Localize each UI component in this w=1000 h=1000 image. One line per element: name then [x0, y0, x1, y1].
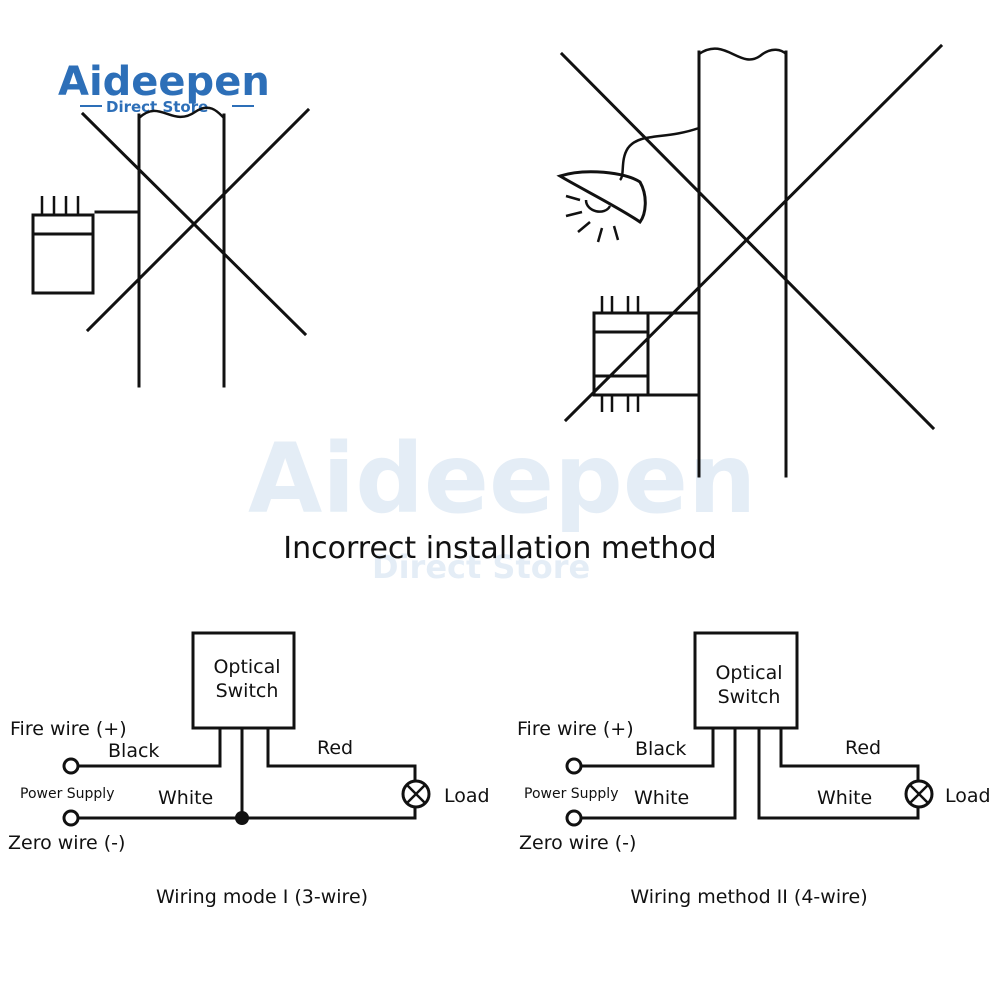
- brand-tagline: Direct Store: [106, 98, 208, 116]
- terminal-icon: [62, 809, 80, 827]
- terminal-icon: [565, 809, 583, 827]
- load-label: Load: [945, 785, 991, 807]
- device-label-line1: Optical: [715, 662, 782, 684]
- black-wire-label: Black: [635, 738, 686, 760]
- red-wire-label: Red: [845, 737, 881, 759]
- incorrect-install-1: [31, 106, 311, 388]
- white-wire-label: White: [158, 787, 213, 809]
- black-wire-label: Black: [108, 740, 159, 762]
- diagram-caption-3wire: Wiring mode I (3-wire): [156, 886, 368, 908]
- white-wire-label-left: White: [634, 787, 689, 809]
- device-label-line2: Switch: [216, 680, 279, 702]
- junction-dot-icon: [235, 811, 249, 825]
- incorrect-install-2: [556, 43, 944, 478]
- power-supply-label: Power Supply: [20, 786, 115, 802]
- wiring-diagram-3wire: Optical Switch Fire wire (+) Black Power…: [8, 631, 490, 908]
- zero-wire-label: Zero wire (-): [8, 832, 125, 854]
- terminal-icon: [565, 757, 583, 775]
- watermark-name: Aideepen: [248, 423, 756, 535]
- device-label-line1: Optical: [213, 656, 280, 678]
- terminal-icon: [62, 757, 80, 775]
- section-heading: Incorrect installation method: [283, 531, 716, 566]
- watermark-tagline: Direct Store: [372, 548, 590, 586]
- fire-wire-label: Fire wire (+): [517, 718, 634, 740]
- power-supply-label: Power Supply: [524, 786, 619, 802]
- diagram-caption-4wire: Wiring method II (4-wire): [630, 886, 867, 908]
- load-label: Load: [444, 785, 490, 807]
- wiring-diagram-4wire: Optical Switch Fire wire (+) Black Power…: [517, 631, 991, 908]
- load-lamp-icon: [401, 779, 431, 809]
- red-wire-label: Red: [317, 737, 353, 759]
- brand-logo: Aideepen Direct Store: [58, 59, 270, 116]
- zero-wire-label: Zero wire (-): [519, 832, 636, 854]
- fire-wire-label: Fire wire (+): [10, 718, 127, 740]
- sensor-module-icon: [592, 296, 650, 412]
- load-lamp-icon: [904, 779, 934, 809]
- brand-watermark: Aideepen Direct Store: [248, 423, 756, 586]
- lamp-icon: [556, 170, 647, 243]
- brand-name: Aideepen: [58, 59, 270, 105]
- optical-switch-box: [693, 631, 799, 730]
- device-label-line2: Switch: [718, 686, 781, 708]
- sensor-module-icon: [31, 196, 95, 295]
- white-wire-label-right: White: [817, 787, 872, 809]
